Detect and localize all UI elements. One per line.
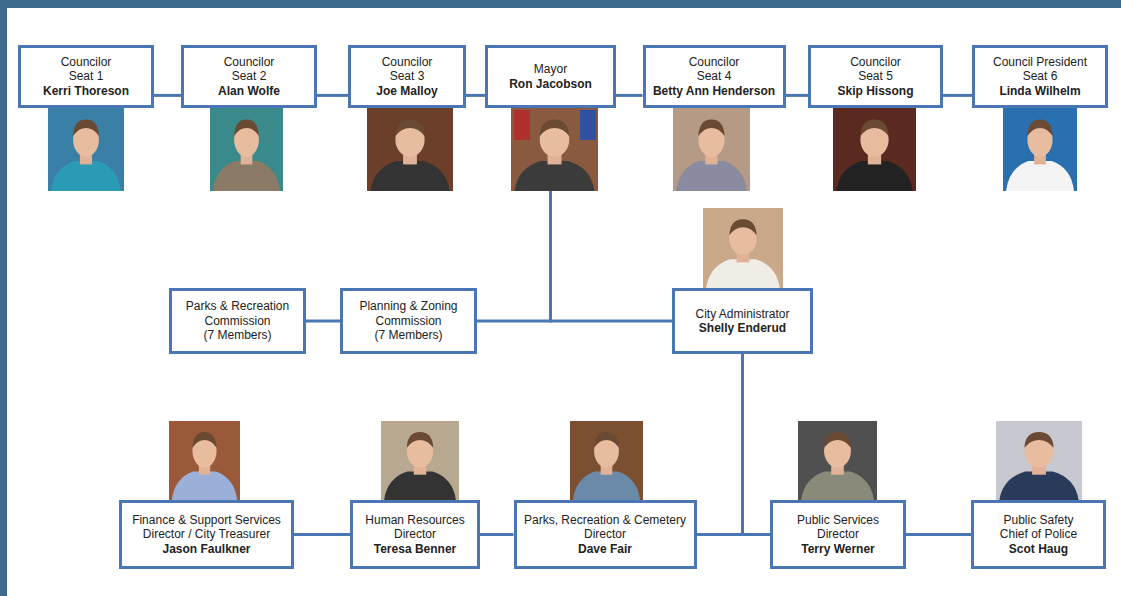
org-connector [154,94,181,97]
org-connector [480,533,514,536]
mayor-box: MayorRon Jacobson [485,45,616,108]
role-text: Planning & Zoning Commission [349,299,468,328]
portrait-photo [1003,108,1077,191]
role-text: Chief of Police [1000,527,1077,542]
role-text: Councilor [689,55,740,70]
role-text: (7 Members) [374,328,442,343]
portrait-photo [833,108,916,191]
person-name: Scot Haug [1009,542,1068,557]
commission-box: Planning & Zoning Commission(7 Members) [340,288,477,354]
role-text: Seat 1 [69,69,104,84]
role-text: Seat 3 [390,69,425,84]
person-name: Skip Hissong [837,84,913,99]
org-connector [466,94,485,97]
administrator-box: City AdministratorShelly Enderud [672,288,813,354]
org-connector [743,354,771,535]
portrait-photo [511,108,598,191]
org-connector [943,94,972,97]
councilor-box: CouncilorSeat 4Betty Ann Henderson [643,45,786,108]
department-box: Finance & Support ServicesDirector / Cit… [119,500,294,569]
commission-box: Parks & Recreation Commission(7 Members) [169,288,306,354]
portrait-photo [381,421,459,500]
person-name: Kerri Thoreson [43,84,129,99]
role-text: Director / City Treasurer [143,527,270,542]
role-text: Finance & Support Services [132,513,281,528]
person-name: Joe Malloy [376,84,437,99]
person-name: Teresa Benner [374,542,456,557]
role-text: City Administrator [695,307,789,322]
role-text: Public Services [797,513,879,528]
role-text: Seat 5 [858,69,893,84]
department-box: Parks, Recreation & CemeteryDirectorDave… [514,500,697,569]
role-text: Director [817,527,859,542]
department-box: Public ServicesDirectorTerry Werner [770,500,906,569]
portrait-photo [169,421,240,500]
frame-bar [0,0,7,596]
org-connector [294,533,350,536]
role-text: Parks & Recreation Commission [178,299,297,328]
councilor-box: CouncilorSeat 3Joe Malloy [348,45,466,108]
person-name: Shelly Enderud [699,321,786,336]
portrait-photo [367,108,453,191]
person-name: Ron Jacobson [509,77,592,92]
org-connector [616,94,643,97]
portrait-photo [570,421,643,500]
role-text: Seat 2 [232,69,267,84]
portrait-photo [210,108,283,191]
portrait-photo [703,208,783,288]
role-text: Director [584,527,626,542]
councilor-box: CouncilorSeat 2Alan Wolfe [181,45,317,108]
role-text: Public Safety [1003,513,1073,528]
role-text: Director [394,527,436,542]
role-text: Councilor [382,55,433,70]
role-text: Councilor [61,55,112,70]
councilor-box: Council PresidentSeat 6Linda Wilhelm [972,45,1108,108]
person-name: Alan Wolfe [218,84,280,99]
org-connector [306,320,340,323]
department-box: Public SafetyChief of PoliceScot Haug [971,500,1106,569]
role-text: Seat 4 [697,69,732,84]
councilor-box: CouncilorSeat 5Skip Hissong [808,45,943,108]
role-text: Council President [993,55,1087,70]
frame-bar [0,0,1121,8]
role-text: Mayor [534,62,567,77]
portrait-photo [673,108,750,191]
person-name: Linda Wilhelm [999,84,1080,99]
org-connector [786,94,809,97]
org-connector [697,354,743,535]
role-text: Parks, Recreation & Cemetery [524,513,686,528]
org-connector [317,94,348,97]
org-connector [906,533,971,536]
person-name: Betty Ann Henderson [653,84,775,99]
portrait-photo [48,108,124,191]
role-text: (7 Members) [203,328,271,343]
department-box: Human ResourcesDirectorTeresa Benner [350,500,480,569]
person-name: Dave Fair [578,542,632,557]
councilor-box: CouncilorSeat 1Kerri Thoreson [18,45,154,108]
role-text: Human Resources [365,513,464,528]
role-text: Seat 6 [1023,69,1058,84]
role-text: Councilor [224,55,275,70]
person-name: Terry Werner [801,542,875,557]
portrait-photo [798,421,877,500]
person-name: Jason Faulkner [162,542,250,557]
portrait-photo [996,421,1082,500]
role-text: Councilor [850,55,901,70]
